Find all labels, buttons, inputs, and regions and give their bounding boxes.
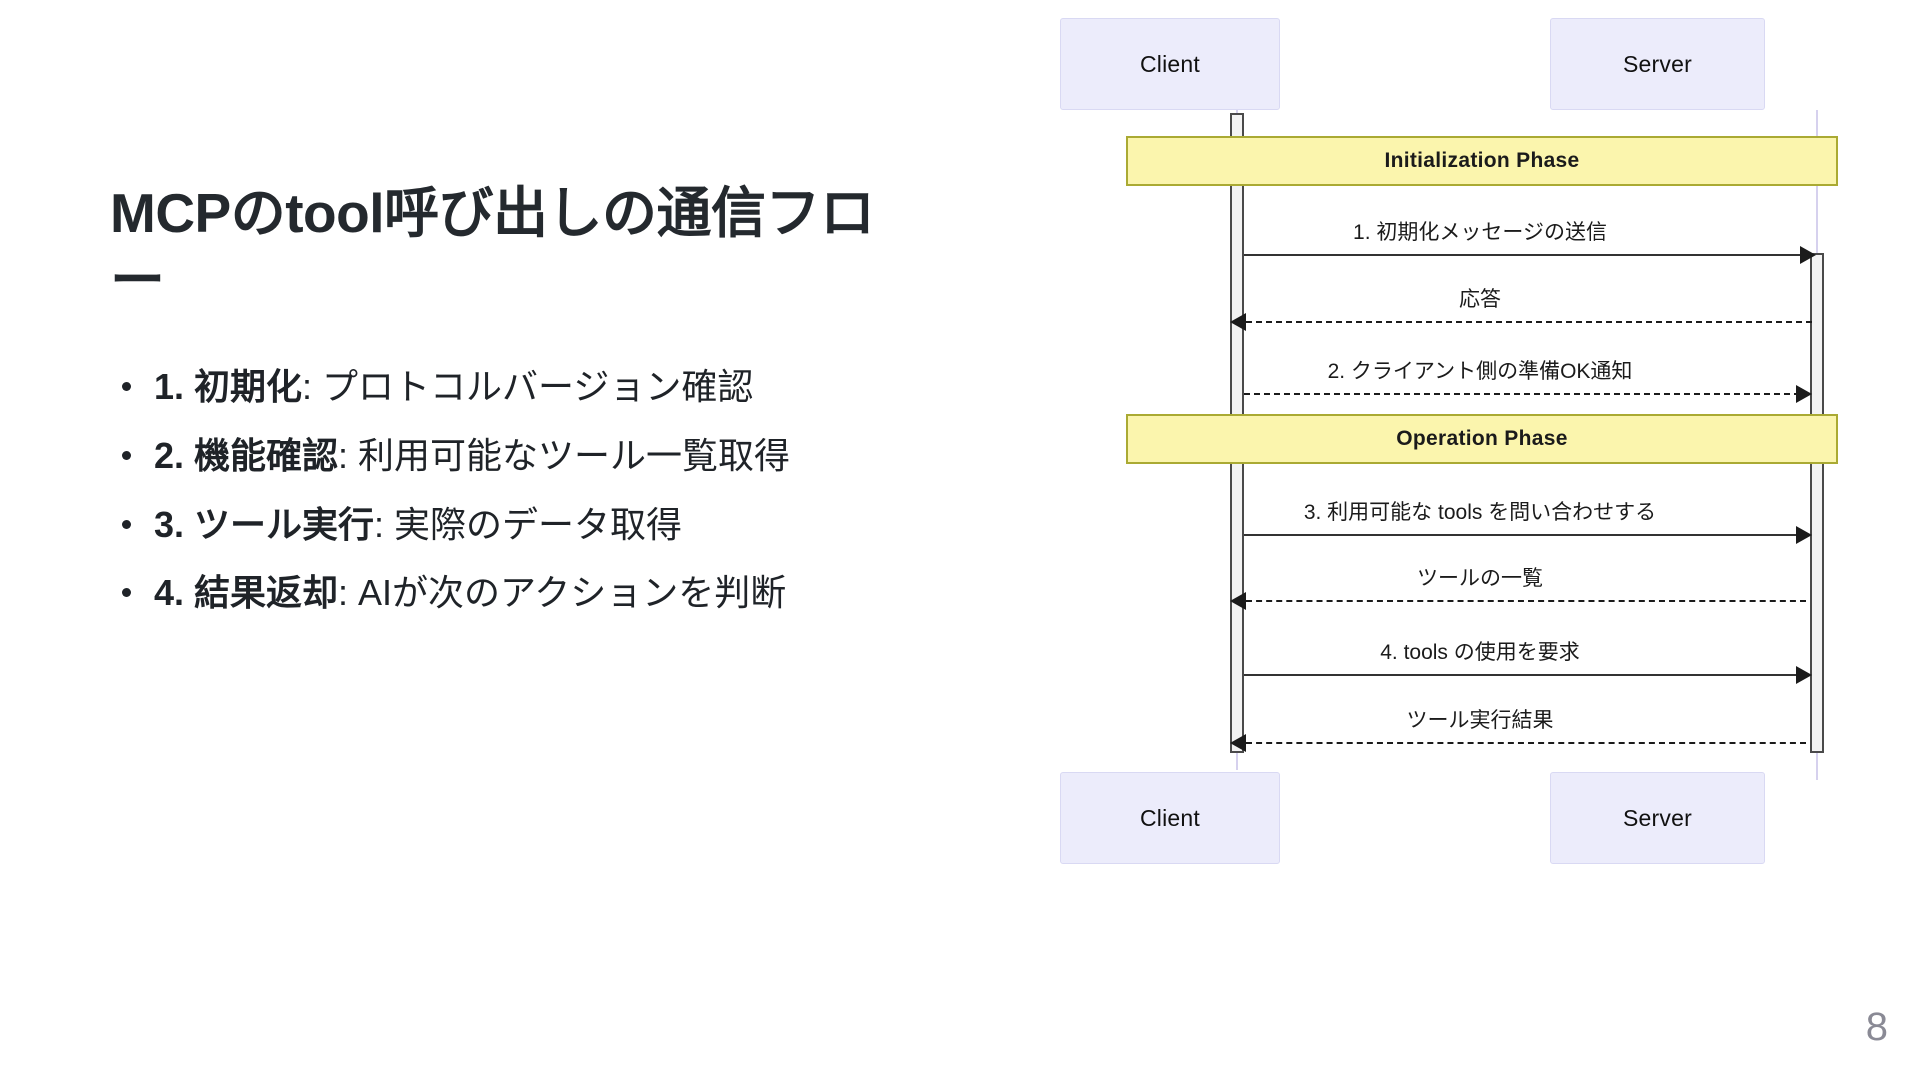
message-label: 2. クライアント側の準備OK通知: [1327, 360, 1633, 383]
list-item-separator: :: [338, 572, 359, 614]
message-label: 4. tools の使用を要求: [1380, 641, 1580, 664]
arrow-head-icon: [1230, 734, 1246, 752]
list-item-separator: :: [374, 503, 395, 545]
participant-server-bottom: Server: [1550, 772, 1765, 864]
phase-label: Operation Phase: [1396, 427, 1568, 450]
list-item-label: 2. 機能確認: [154, 434, 339, 476]
message-arrow-line: [1244, 674, 1800, 676]
message-arrow-line: [1244, 393, 1800, 395]
participant-server-top: Server: [1550, 18, 1765, 110]
arrow-head-icon: [1796, 526, 1812, 544]
list-item-label: 3. ツール実行: [154, 503, 375, 545]
participant-client-top: Client: [1060, 18, 1280, 110]
page-title: MCPのtool呼び出しの通信フロー: [110, 182, 875, 312]
message-arrow-line: [1246, 600, 1806, 602]
list-item-separator: :: [338, 434, 359, 476]
message-label: 応答: [1459, 288, 1501, 311]
list-item: 1. 初期化: プロトコルバージョン確認: [110, 360, 870, 415]
list-item-label: 1. 初期化: [154, 366, 303, 408]
message-label: ツールの一覧: [1417, 567, 1543, 590]
arrow-head-icon: [1796, 385, 1812, 403]
list-item-text: プロトコルバージョン確認: [322, 366, 754, 408]
phase-band-operation: Operation Phase: [1126, 414, 1838, 464]
content-column: MCPのtool呼び出しの通信フロー 1. 初期化: プロトコルバージョン確認 …: [110, 180, 940, 635]
participant-label: Server: [1623, 50, 1692, 77]
bullet-list: 1. 初期化: プロトコルバージョン確認 2. 機能確認: 利用可能なツール一覧…: [110, 360, 940, 621]
message-arrow-line: [1246, 742, 1806, 744]
message-label: ツール実行結果: [1406, 709, 1554, 732]
arrow-head-icon: [1800, 246, 1816, 264]
list-item: 2. 機能確認: 利用可能なツール一覧取得: [110, 429, 870, 484]
message-arrow-line: [1244, 534, 1800, 536]
page-number: 8: [1865, 1005, 1888, 1049]
list-item-text: AIが次のアクションを判断: [358, 572, 787, 614]
participant-label: Client: [1139, 804, 1200, 831]
message-arrow-line: [1246, 321, 1812, 323]
list-item-label: 4. 結果返却: [154, 572, 339, 614]
activation-bar-server: [1810, 253, 1824, 753]
list-item-text: 利用可能なツール一覧取得: [358, 434, 791, 476]
phase-label: Initialization Phase: [1384, 149, 1580, 172]
list-item-text: 実際のデータ取得: [394, 503, 683, 545]
arrow-head-icon: [1230, 592, 1246, 610]
sequence-diagram: Client Server Initialization Phase Opera…: [1050, 0, 1920, 1080]
list-item-separator: :: [302, 366, 323, 408]
message-arrow-line: [1244, 254, 1814, 256]
message-label: 1. 初期化メッセージの送信: [1353, 221, 1607, 244]
participant-label: Server: [1623, 804, 1692, 831]
participant-label: Client: [1139, 50, 1200, 77]
arrow-head-icon: [1230, 313, 1246, 331]
phase-band-initialization: Initialization Phase: [1126, 136, 1838, 186]
arrow-head-icon: [1796, 666, 1812, 684]
message-label: 3. 利用可能な tools を問い合わせする: [1303, 501, 1657, 524]
list-item: 3. ツール実行: 実際のデータ取得: [110, 498, 870, 553]
participant-client-bottom: Client: [1060, 772, 1280, 864]
list-item: 4. 結果返却: AIが次のアクションを判断: [110, 566, 870, 621]
